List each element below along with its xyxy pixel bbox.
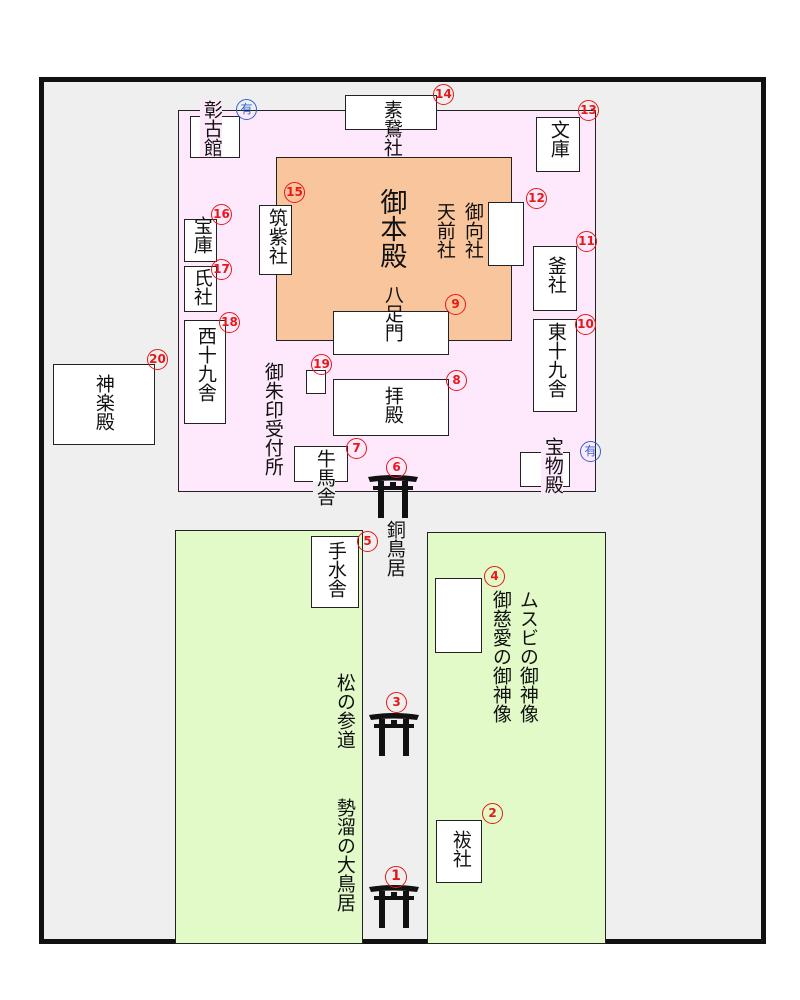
hoko-box xyxy=(184,219,217,262)
marker-19: 19 xyxy=(311,354,332,375)
marker-yu-2: 有 xyxy=(580,441,601,462)
marker-9: 9 xyxy=(445,294,466,315)
kamimukai-label: 御向社 xyxy=(461,202,484,259)
marker-2: 2 xyxy=(482,803,503,824)
hoko-label: 宝庫 xyxy=(190,216,213,254)
harae-box xyxy=(436,820,482,883)
kagura-den-box xyxy=(53,364,155,445)
higashi-box xyxy=(533,319,577,412)
marker-16: 16 xyxy=(211,204,232,225)
harae-label: 祓社 xyxy=(449,830,472,868)
shokokan-label: 彰古館 xyxy=(200,100,223,157)
marker-5: 5 xyxy=(357,531,378,552)
statue-box xyxy=(435,578,482,653)
kagura-den-label: 神楽殿 xyxy=(92,374,115,431)
higashi-label: 東十九舎 xyxy=(544,322,567,398)
marker-6: 6 xyxy=(386,457,407,478)
dotorii-label: 銅鳥居 xyxy=(383,520,406,577)
marker-12: 12 xyxy=(526,188,547,209)
chikushi-box xyxy=(259,205,292,275)
marker-11: 11 xyxy=(576,231,597,252)
marker-20: 20 xyxy=(147,349,168,370)
kamado-label: 釜社 xyxy=(544,256,567,294)
marker-7: 7 xyxy=(346,438,367,459)
marker-8: 8 xyxy=(446,370,467,391)
goshuin-label: 御朱印受付所 xyxy=(261,362,284,476)
bunko-label: 文庫 xyxy=(547,120,570,158)
matsu-label: 松の参道 xyxy=(333,673,356,749)
amasaki-label: 天前社 xyxy=(433,202,456,259)
marker-15: 15 xyxy=(284,182,305,203)
musubi-label: ムスビの御神像 xyxy=(516,590,539,723)
nishi-label: 西十九舎 xyxy=(194,326,217,402)
haiden-label: 拝殿 xyxy=(381,386,404,424)
nishi-box xyxy=(184,320,226,424)
chikushi-label: 筑紫社 xyxy=(265,208,288,265)
ujisha-label: 氏社 xyxy=(190,268,213,306)
torii-icon xyxy=(369,885,419,928)
jiai-label: 御慈愛の御神像 xyxy=(489,590,512,723)
marker-yu-1: 有 xyxy=(236,99,257,120)
marker-1: 1 xyxy=(385,866,407,888)
kamado-box xyxy=(533,246,577,311)
kamimukai-box xyxy=(488,202,524,266)
marker-3: 3 xyxy=(386,692,407,713)
hassokumon-box xyxy=(333,311,449,355)
marker-18: 18 xyxy=(219,312,240,333)
torii-icon xyxy=(369,713,419,756)
hassokumon-label: 八足門 xyxy=(381,285,404,342)
marker-14: 14 xyxy=(433,84,454,105)
chozu-label: 手水舎 xyxy=(324,541,347,598)
gyubasha-label: 牛馬舎 xyxy=(313,449,336,506)
soga-label: 素鵞社 xyxy=(380,100,403,157)
honden-label: 御本殿 xyxy=(375,188,407,269)
seidamari-label: 勢溜の大鳥居 xyxy=(333,798,356,912)
soga-box xyxy=(345,95,437,130)
marker-4: 4 xyxy=(484,566,505,587)
bunko-box xyxy=(536,117,580,172)
homotsuden-label: 宝物殿 xyxy=(541,437,564,494)
marker-13: 13 xyxy=(578,100,599,121)
chozu-box xyxy=(311,536,359,608)
marker-17: 17 xyxy=(211,259,232,280)
marker-10: 10 xyxy=(575,314,596,335)
haiden-box xyxy=(333,379,449,436)
torii-icon xyxy=(368,475,418,518)
